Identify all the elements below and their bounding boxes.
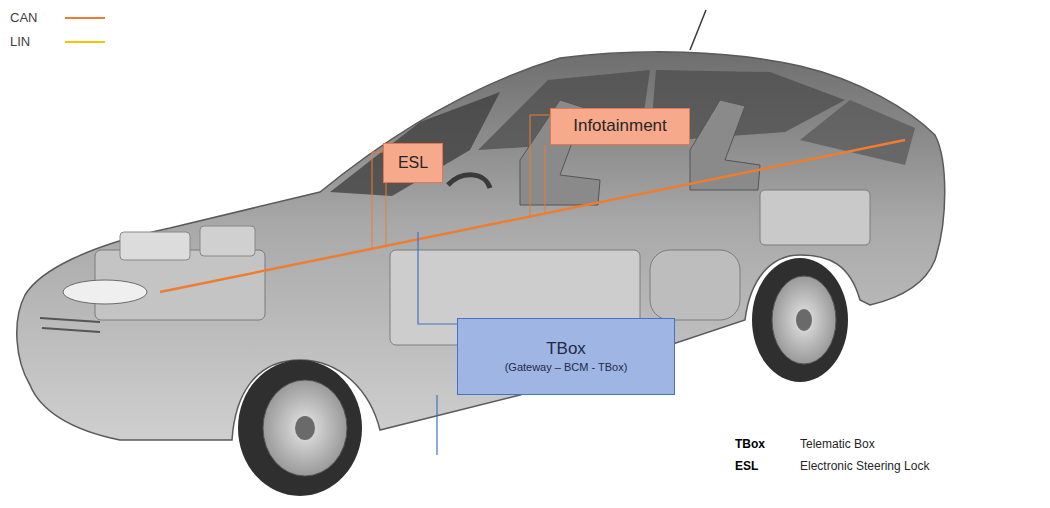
rear-tire — [752, 258, 848, 382]
tank — [650, 250, 740, 320]
rear-window — [800, 100, 915, 165]
box-subtitle: (Gateway – BCM - TBox) — [505, 361, 628, 374]
can-bus-line — [160, 140, 905, 292]
legend-text: CAN — [10, 10, 37, 26]
battery — [760, 190, 870, 245]
abbreviation: ESL — [735, 459, 758, 473]
box-title: ESL — [398, 153, 428, 172]
headlight — [63, 280, 147, 304]
front-rim — [263, 380, 347, 476]
engine-part — [200, 226, 255, 256]
abbreviation-meaning: Telematic Box — [800, 437, 875, 451]
box-title: TBox — [546, 339, 586, 359]
front-hub — [295, 416, 315, 440]
legend-line-sample — [65, 41, 105, 43]
gateway-box: TBox (Gateway – BCM - TBox) — [457, 318, 675, 395]
infotainment-leader-line — [530, 115, 550, 217]
ecu-box: ESL — [383, 143, 443, 183]
rear-hub — [796, 309, 812, 331]
tbox-leader-line — [418, 232, 457, 455]
legend-line-sample — [65, 17, 105, 19]
antenna — [690, 10, 706, 50]
windshield — [330, 92, 500, 196]
rear-rim — [772, 276, 836, 364]
grille — [40, 318, 100, 332]
box-title: Infotainment — [573, 116, 667, 136]
front-tire — [238, 360, 362, 496]
abbreviation-meaning: Electronic Steering Lock — [800, 459, 929, 473]
car-body — [17, 52, 945, 440]
steering-wheel — [448, 175, 490, 188]
ecu-box: Infotainment — [550, 108, 690, 145]
engine-part — [120, 232, 190, 260]
legend-text: LIN — [10, 34, 30, 50]
abbreviation: TBox — [735, 437, 765, 451]
